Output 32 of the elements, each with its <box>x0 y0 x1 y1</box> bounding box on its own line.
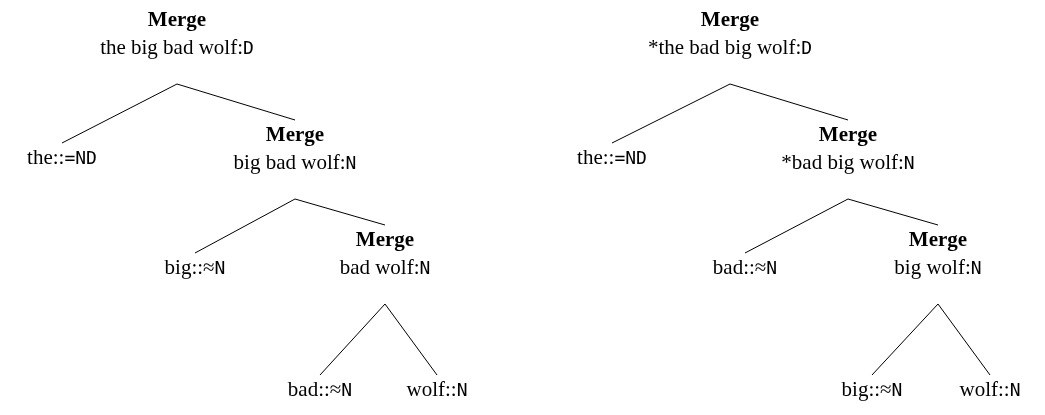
expression-text: the::=ND <box>577 144 647 171</box>
expression-text: bad::≈N <box>712 254 778 281</box>
expression-text: bad wolf:N <box>339 254 431 281</box>
operation-label: Merge <box>818 121 878 148</box>
expression-text: wolf::N <box>959 376 1021 403</box>
tree-branch-line <box>744 198 849 254</box>
expression-text: big::≈N <box>841 376 903 403</box>
tree-branch-line <box>847 198 939 226</box>
expression-text: *the bad big wolf:D <box>647 34 813 61</box>
expression-text: *bad big wolf:N <box>781 149 915 176</box>
tree-branch-line <box>937 303 991 376</box>
expression-text: wolf::N <box>406 376 468 403</box>
operation-label: Merge <box>355 226 415 253</box>
tree-branch-line <box>194 198 296 254</box>
expression-text: bad::≈N <box>287 376 353 403</box>
operation-label: Merge <box>265 121 325 148</box>
tree-branch-line <box>871 303 939 376</box>
tree-branch-line <box>384 303 438 376</box>
expression-text: the big bad wolf:D <box>100 34 254 61</box>
expression-text: big::≈N <box>164 254 226 281</box>
operation-label: Merge <box>908 226 968 253</box>
operation-label: Merge <box>147 6 207 33</box>
expression-text: the::=ND <box>27 144 97 171</box>
operation-label: Merge <box>700 6 760 33</box>
tree-branch-line <box>294 198 386 226</box>
expression-text: big bad wolf:N <box>233 149 357 176</box>
tree-branch-line <box>729 83 849 121</box>
tree-branch-line <box>61 83 178 144</box>
tree-branch-line <box>611 83 731 144</box>
tree-branch-line <box>319 303 386 376</box>
expression-text: big wolf:N <box>894 254 982 281</box>
tree-branch-line <box>176 83 296 121</box>
